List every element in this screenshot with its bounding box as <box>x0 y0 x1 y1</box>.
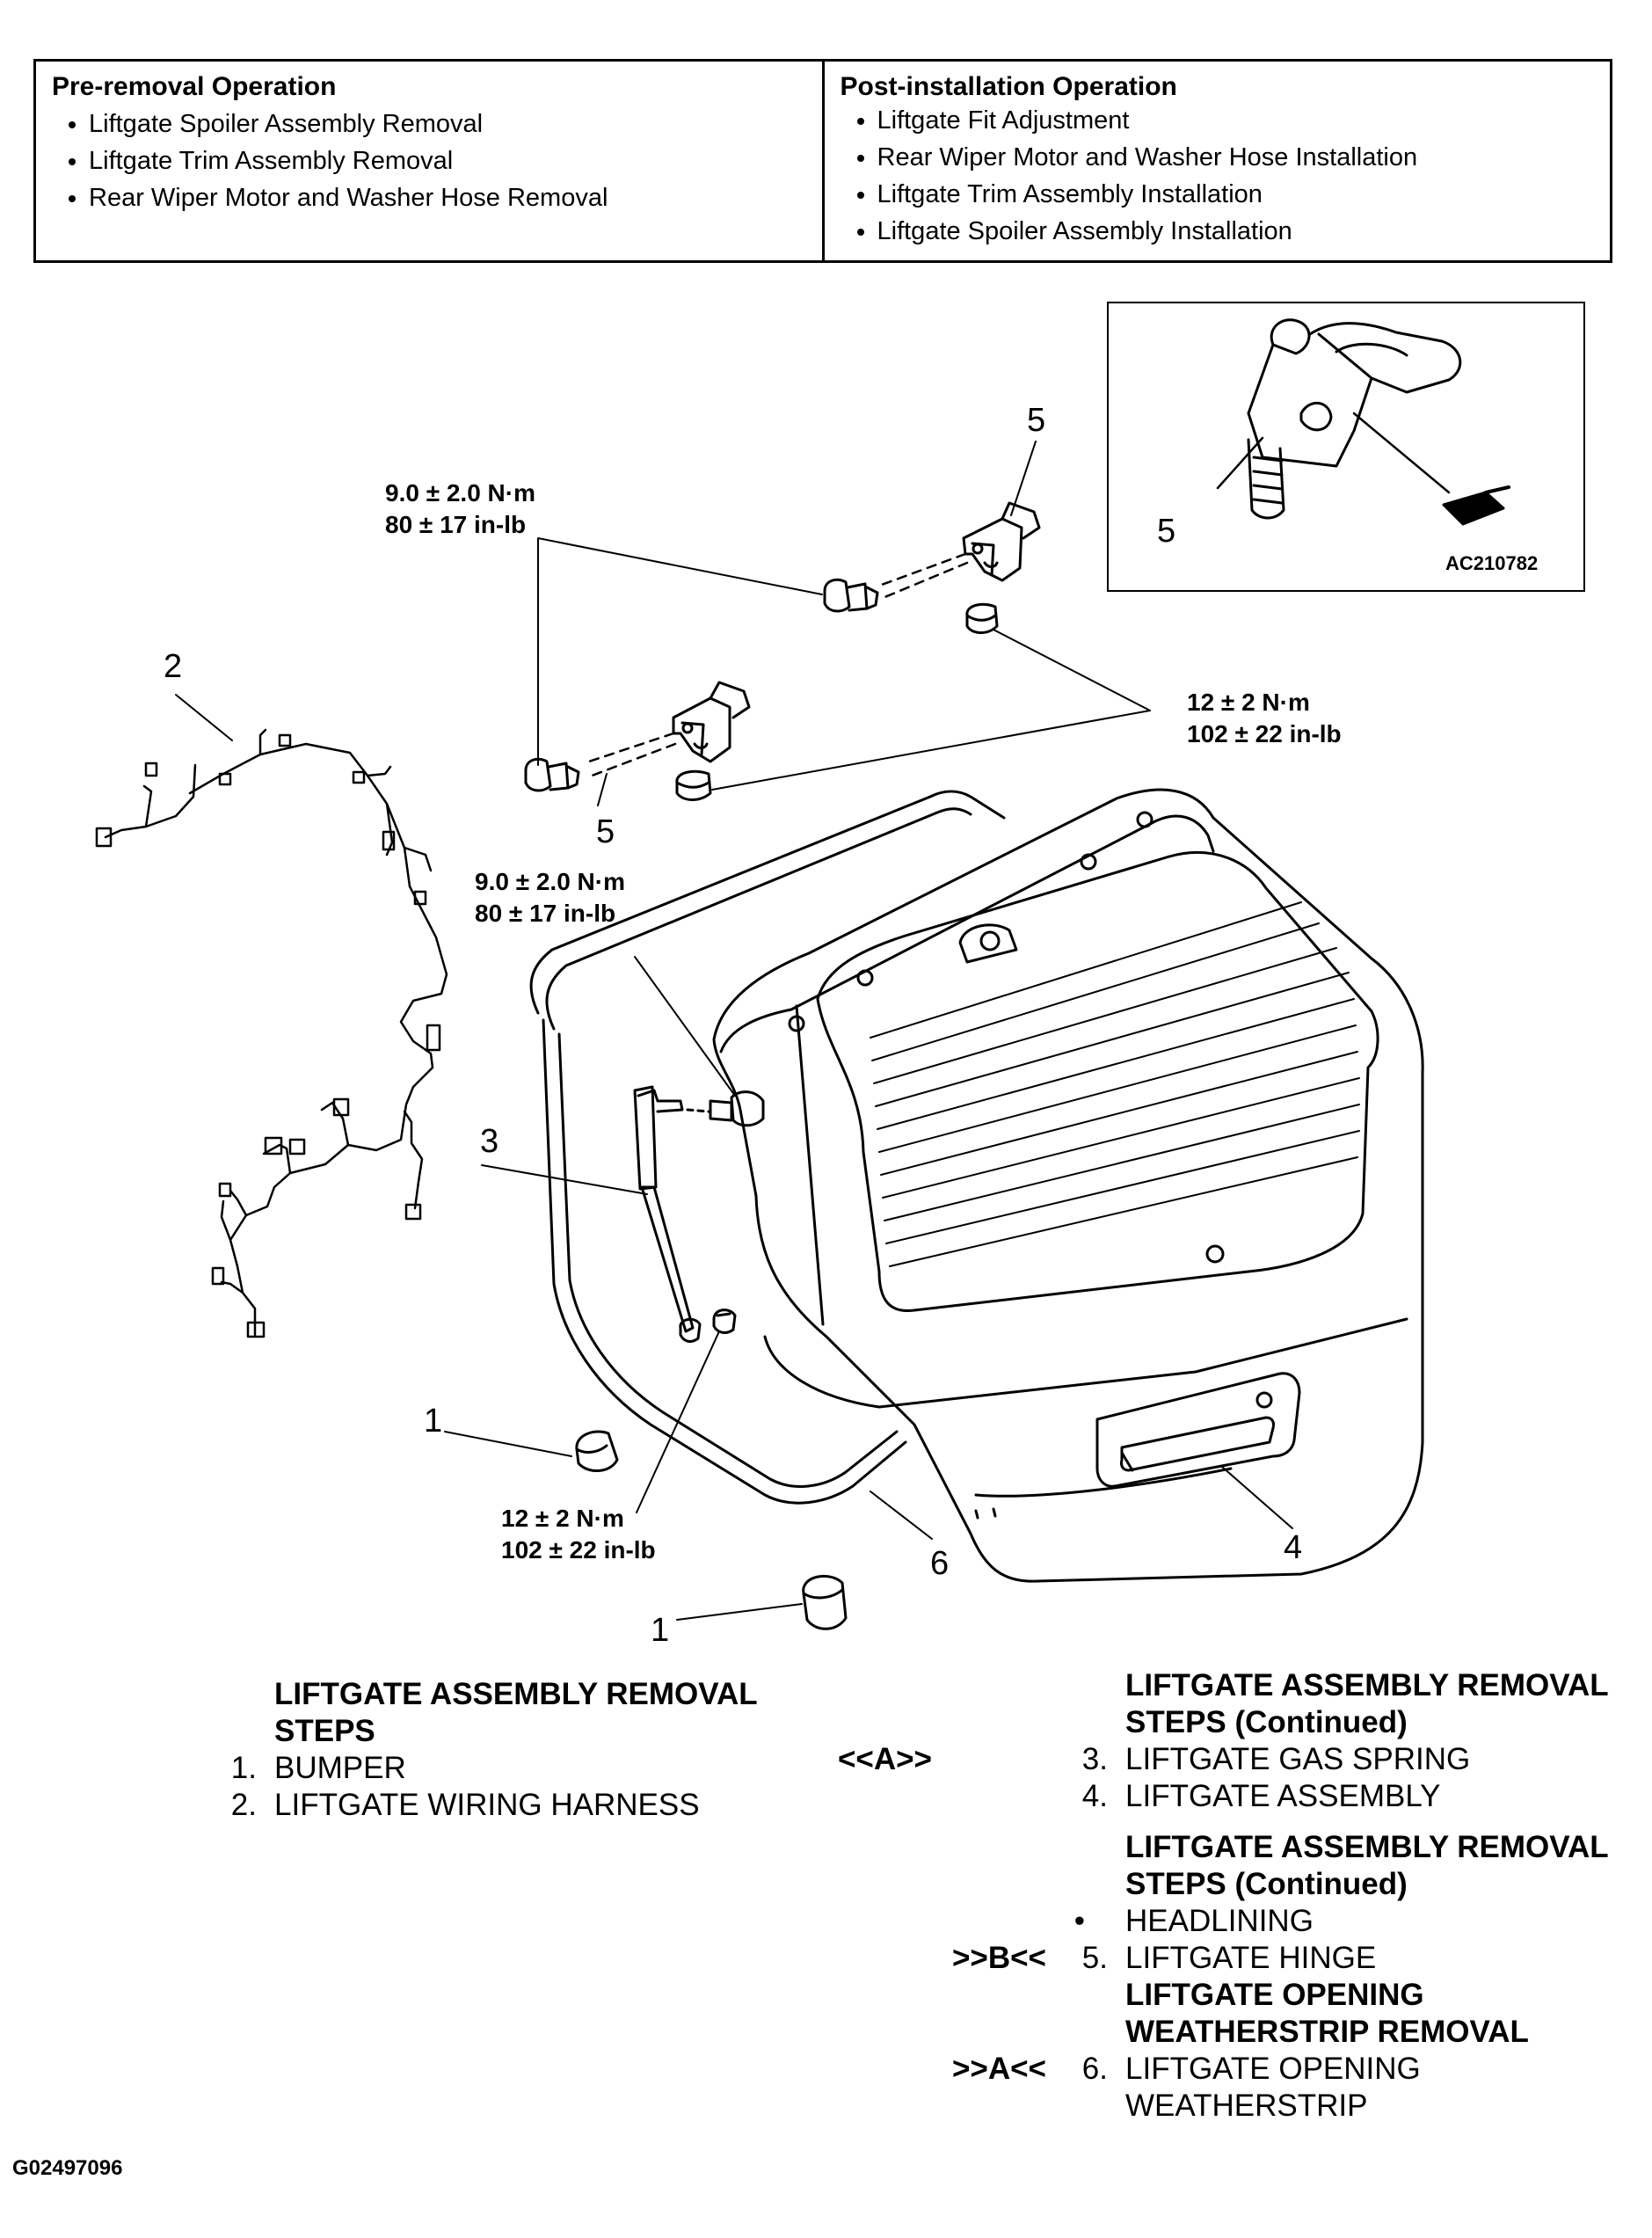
inset-code: AC210782 <box>1445 552 1538 574</box>
lower-hinge-bolt <box>524 757 580 792</box>
service-mark-b: >>B<< <box>951 1941 1046 1975</box>
torque-hinge-nm: 9.0 ± 2.0 N·m <box>385 479 535 507</box>
upper-hinge-bolt <box>823 578 879 613</box>
post-installation-title: Post-installation Operation <box>840 72 1177 101</box>
list-item: Liftgate Fit Adjustment <box>877 102 1595 139</box>
bumper-upper <box>575 1430 619 1472</box>
torque-spring-lower-nm: 12 ± 2 N·m <box>501 1505 624 1532</box>
post-installation-list: Liftgate Fit Adjustment Rear Wiper Motor… <box>841 102 1595 250</box>
gas-spring-lower-bolt <box>712 1309 737 1334</box>
steps-right-heading-3: LIFTGATE OPENING WEATHERSTRIP REMOVAL <box>1125 1978 1529 2049</box>
gas-spring-upper-bolt <box>686 1090 765 1127</box>
bumper-lower <box>802 1574 848 1630</box>
list-item: • HEADLINING <box>1055 1903 1652 1940</box>
list-item: Liftgate Trim Assembly Removal <box>89 142 806 179</box>
inset-detail-frame <box>1107 302 1585 592</box>
liftgate-gas-spring <box>633 1085 702 1343</box>
figure-code: G02497096 <box>12 2156 123 2180</box>
pre-removal-column: Pre-removal Operation Liftgate Spoiler A… <box>36 62 825 260</box>
steps-left: LIFTGATE ASSEMBLY REMOVAL STEPS 1. BUMPE… <box>204 1676 837 1824</box>
callout-3: 3 <box>480 1123 499 1160</box>
torque-nut-nm: 12 ± 2 N·m <box>1187 689 1310 716</box>
list-item-continuation: WEATHERSTRIP <box>1125 2089 1368 2123</box>
callout-6: 6 <box>930 1545 949 1582</box>
torque-spring-lower-inlb: 102 ± 22 in-lb <box>501 1536 656 1564</box>
torque-hinge-inlb: 80 ± 17 in-lb <box>385 511 526 538</box>
inset-hinge-drawing <box>1216 318 1510 526</box>
list-item: Liftgate Spoiler Assembly Removal <box>89 106 806 142</box>
callout-4: 4 <box>1284 1529 1302 1566</box>
list-item: Liftgate Spoiler Assembly Installation <box>877 213 1595 250</box>
torque-spring-nm: 9.0 ± 2.0 N·m <box>475 868 625 895</box>
list-item: >>A<< 6. LIFTGATE OPENING <box>952 2051 1652 2088</box>
rear-window <box>816 851 1379 1313</box>
torque-nut-inlb: 102 ± 22 in-lb <box>1187 720 1342 747</box>
steps-right-heading-1: LIFTGATE ASSEMBLY REMOVAL STEPS (Continu… <box>1125 1668 1609 1739</box>
callout-5-lower: 5 <box>596 813 615 850</box>
post-installation-column: Post-installation Operation Liftgate Fit… <box>825 62 1611 260</box>
liftgate-wiring-harness <box>95 728 448 1338</box>
upper-hinge <box>877 501 1041 600</box>
upper-hinge-nut <box>965 602 999 634</box>
list-item: <<A>> 3. LIFTGATE GAS SPRING <box>838 1741 1652 1778</box>
steps-right-heading-2: LIFTGATE ASSEMBLY REMOVAL STEPS (Continu… <box>1125 1830 1609 1901</box>
lower-hinge-nut <box>675 769 712 801</box>
operations-table: Pre-removal Operation Liftgate Spoiler A… <box>33 59 1612 263</box>
list-item: Liftgate Trim Assembly Installation <box>877 176 1595 213</box>
steps-left-heading: LIFTGATE ASSEMBLY REMOVAL STEPS <box>274 1677 758 1748</box>
service-mark-a-in: <<A>> <box>837 1742 932 1776</box>
pre-removal-title: Pre-removal Operation <box>52 72 337 101</box>
torque-spring-inlb: 80 ± 17 in-lb <box>475 900 615 927</box>
callout-5-inset: 5 <box>1157 513 1175 550</box>
callout-1-lower: 1 <box>651 1612 669 1649</box>
list-item: Rear Wiper Motor and Washer Hose Install… <box>877 139 1595 176</box>
callout-2: 2 <box>164 648 182 685</box>
list-item: 1. BUMPER <box>230 1751 406 1785</box>
callout-1-upper: 1 <box>424 1403 442 1440</box>
bullet-icon: • <box>1073 1904 1085 1938</box>
steps-right: LIFTGATE ASSEMBLY REMOVAL STEPS (Continu… <box>838 1667 1652 2125</box>
lower-hinge <box>582 681 751 779</box>
liftgate-exploded-diagram: 5 5 5 2 3 1 1 6 4 9.0 ± 2.0 N·m 80 ± 17 … <box>95 318 1538 1649</box>
callout-5-top: 5 <box>1027 402 1045 439</box>
liftgate-weatherstrip <box>529 790 1006 1505</box>
list-item: >>B<< 5. LIFTGATE HINGE <box>952 1940 1652 1977</box>
liftgate-assembly <box>712 788 1424 1583</box>
list-item: 2. LIFTGATE WIRING HARNESS <box>230 1788 700 1822</box>
service-mark-a-out: >>A<< <box>951 2052 1046 2086</box>
list-item: 4. LIFTGATE ASSEMBLY <box>1081 1779 1441 1813</box>
pre-removal-list: Liftgate Spoiler Assembly Removal Liftga… <box>52 106 806 216</box>
list-item: Rear Wiper Motor and Washer Hose Removal <box>89 179 806 216</box>
